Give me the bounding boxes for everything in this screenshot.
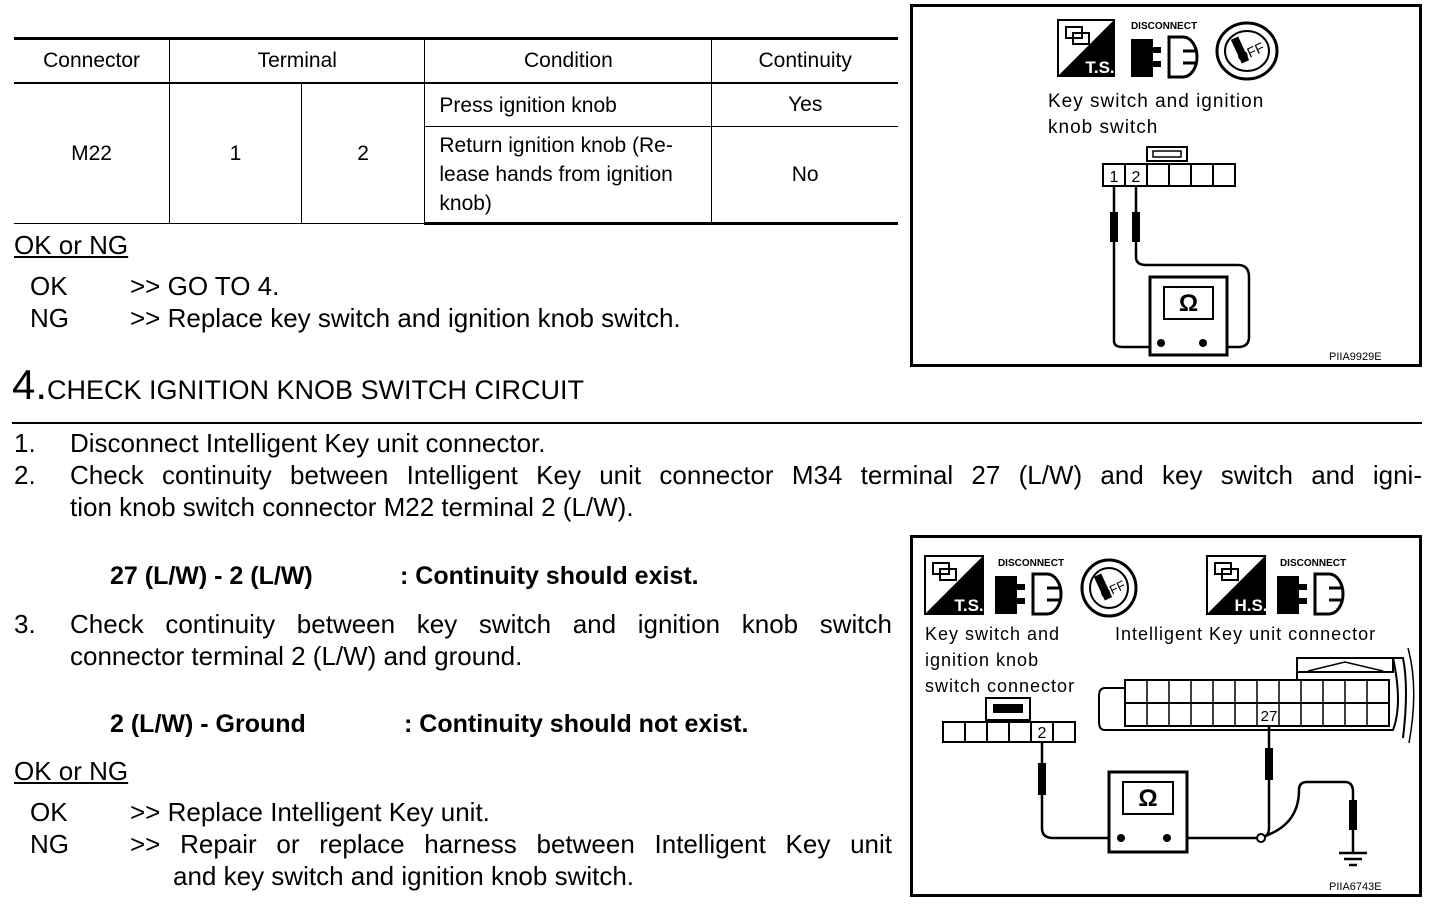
spec-2-pins: 2 (L/W) - Ground	[110, 710, 306, 738]
svg-text:2: 2	[1132, 169, 1141, 186]
figure1-label-line2: knob switch	[1048, 117, 1158, 138]
cell-condition-2: Return ignition knob (Re- lease hands fr…	[424, 126, 713, 225]
ng-key-2: NG	[30, 829, 69, 859]
ts-icon-2: T.S.	[924, 555, 984, 615]
cell-terminal-b: 2	[300, 82, 426, 224]
ground-icon	[1339, 851, 1367, 867]
disconnect-icon: DISCONNECT	[1131, 21, 1199, 79]
probe-leads	[1110, 186, 1251, 349]
ohmmeter-icon: Ω	[1148, 275, 1229, 357]
ng-action-2-line-2: and key switch and ignition knob switch.	[173, 861, 635, 891]
hs-icon: H.S.	[1206, 555, 1268, 615]
probe-leads-2	[1038, 726, 1367, 867]
item-3-line-2: connector terminal 2 (L/W) and ground.	[70, 641, 523, 671]
cell-continuity-1: Yes	[711, 82, 898, 127]
figure-key-switch-continuity: T.S. DISCONNECT OFF Key switch and ignit…	[910, 4, 1422, 367]
continuity-table: Connector Terminal Condition Continuity …	[14, 37, 898, 225]
svg-text:2: 2	[1038, 725, 1047, 742]
svg-text:T.S.: T.S.	[954, 596, 983, 615]
header-condition: Condition	[424, 37, 713, 84]
figure-circuit-continuity: T.S. DISCONNECT OFF H.S. DISCONNECT	[910, 535, 1422, 897]
cell-connector: M22	[14, 82, 171, 224]
ok-ng-heading-1: OK or NG	[14, 230, 129, 260]
step-number: 4.	[12, 361, 48, 408]
ok-key-2: OK	[30, 797, 68, 827]
figure2-left-label-1: Key switch and	[925, 624, 1060, 644]
svg-text:T.S.: T.S.	[1085, 58, 1114, 77]
svg-text:DISCONNECT: DISCONNECT	[1131, 21, 1197, 32]
ohmmeter-icon-2: Ω	[1107, 770, 1189, 854]
disconnect-icon-2: DISCONNECT	[995, 558, 1064, 616]
figure1-label-line1: Key switch and ignition	[1048, 91, 1264, 112]
connector-m22-small: 2	[942, 697, 1076, 743]
spec-2-result: : Continuity should not exist.	[404, 710, 749, 738]
header-connector: Connector	[14, 37, 171, 84]
header-continuity: Continuity	[711, 37, 898, 84]
ok-key: OK	[30, 271, 68, 301]
spec-1-pins: 27 (L/W) - 2 (L/W)	[110, 562, 313, 590]
ok-action: >> GO TO 4.	[130, 271, 280, 301]
figure2-left-label-2: ignition knob	[925, 650, 1039, 670]
step-heading: 4.CHECK IGNITION KNOB SWITCH CIRCUIT	[12, 361, 584, 409]
svg-text:Ω: Ω	[1138, 785, 1157, 812]
connector-m22: 1 2	[1102, 146, 1236, 187]
svg-text:Ω: Ω	[1179, 290, 1198, 317]
item-1-number: 1.	[14, 428, 36, 458]
disconnect-icon-3: DISCONNECT	[1277, 558, 1346, 616]
ng-key: NG	[30, 303, 69, 333]
svg-text:H.S.: H.S.	[1234, 596, 1267, 615]
svg-text:27: 27	[1261, 708, 1278, 725]
svg-text:1: 1	[1110, 169, 1119, 186]
cell-terminal-a: 1	[169, 82, 302, 224]
step-divider	[12, 422, 1422, 424]
ok-action-2: >> Replace Intelligent Key unit.	[130, 797, 490, 827]
item-2-number: 2.	[14, 460, 36, 490]
item-3-line-1: Check continuity between key switch and …	[70, 609, 892, 639]
figure2-right-label: Intelligent Key unit connector	[1115, 624, 1376, 644]
figure2-code: PIIA6743E	[1329, 881, 1382, 893]
figure2-left-label-3: switch connector	[925, 676, 1075, 696]
connector-m34: 27	[1098, 647, 1415, 744]
spec-1-result: : Continuity should exist.	[400, 562, 699, 590]
item-2-line-2: tion knob switch connector M22 terminal …	[70, 492, 634, 522]
svg-text:DISCONNECT: DISCONNECT	[998, 558, 1064, 569]
item-1-text: Disconnect Intelligent Key unit connecto…	[70, 428, 546, 458]
ng-action: >> Replace key switch and ignition knob …	[130, 303, 681, 333]
cell-condition-1: Press ignition knob	[424, 82, 713, 127]
step-title: CHECK IGNITION KNOB SWITCH CIRCUIT	[47, 375, 585, 405]
header-terminal: Terminal	[169, 37, 426, 84]
item-3-number: 3.	[14, 609, 36, 639]
ignition-off-icon: OFF	[1215, 21, 1279, 81]
cell-continuity-2: No	[711, 126, 898, 225]
ignition-off-icon-2: OFF	[1080, 558, 1138, 618]
svg-text:DISCONNECT: DISCONNECT	[1280, 558, 1346, 569]
figure1-code: PIIA9929E	[1329, 351, 1382, 363]
ng-action-2-line-1: >> Repair or replace harness between Int…	[130, 829, 892, 859]
ts-icon: T.S.	[1057, 19, 1115, 77]
ok-ng-heading-2: OK or NG	[14, 756, 129, 786]
item-2-line-1: Check continuity between Intelligent Key…	[70, 460, 1422, 490]
